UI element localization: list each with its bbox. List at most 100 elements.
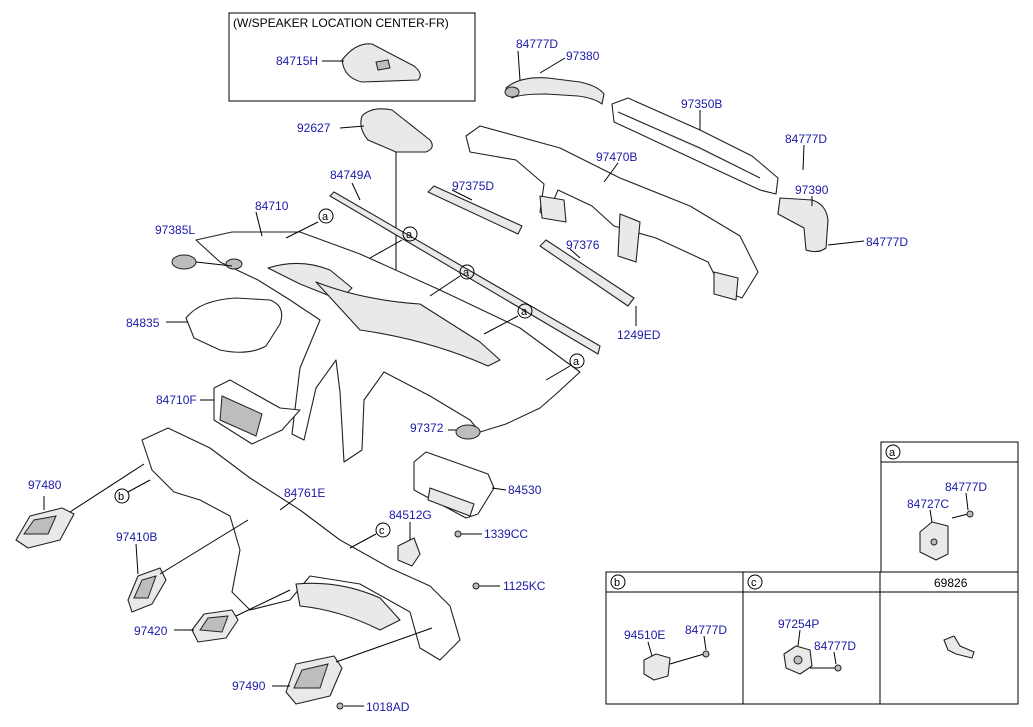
duct-97390-body: [777, 197, 829, 253]
vent-97480: 97480: [15, 463, 145, 549]
detail-b-circle: [610, 574, 626, 590]
svg-text:a: a: [521, 306, 528, 318]
detail-c-circle: [747, 574, 763, 590]
detail-boxes-bottom: b c 69826 94510E 84777D 97254P 84777D: [605, 571, 1019, 705]
label-97480: 97480: [28, 478, 62, 492]
label-b-94510E: 94510E: [624, 628, 665, 642]
vent-97480-grille: [23, 515, 57, 535]
label-1339CC: 1339CC: [484, 527, 528, 541]
bracket-97254P-hole: [793, 655, 803, 665]
bracket-84727C-hole: [930, 538, 938, 546]
bolt-1125KC: [472, 582, 480, 590]
svg-text:a: a: [322, 211, 329, 223]
label-c-84777D: 84777D: [814, 639, 856, 653]
crash-pad-body: [195, 231, 581, 463]
callouts-bc: b c: [114, 479, 391, 549]
duct-97470B-port: [539, 195, 567, 223]
vent-97385L: 97385L: [155, 223, 233, 270]
vent-97490: 97490 1018AD: [232, 627, 433, 714]
label-92627: 92627: [297, 121, 331, 135]
crossbar-84761E-duct: [295, 582, 401, 631]
crossbar-84761E-body: [141, 427, 461, 661]
callout-b: [114, 488, 130, 504]
speaker-inset: (W/SPEAKER LOCATION CENTER-FR) 84715H: [228, 12, 476, 102]
detail-69826-title: 69826: [934, 576, 968, 590]
grille-92627-body: [360, 108, 433, 153]
screw-84777D-b: [702, 650, 710, 658]
vent-97372-body: [455, 424, 481, 440]
vent-97372: 97372: [410, 421, 481, 440]
label-84512G: 84512G: [389, 508, 432, 522]
airbag-84530: 84530 1339CC: [413, 451, 542, 541]
vent-97420: 97420: [134, 589, 291, 643]
strip-97376: 97376 1249ED: [539, 238, 661, 342]
crossbar-84761E: 84761E 1125KC: [141, 427, 546, 661]
speaker-inset-title: (W/SPEAKER LOCATION CENTER-FR): [233, 16, 449, 30]
duct-97380: 97380 84777D: [504, 37, 605, 105]
label-97380: 97380: [566, 49, 600, 63]
label-84835: 84835: [126, 316, 160, 330]
speaker-grille-mesh: [375, 59, 391, 71]
screw-84777D-c: [834, 664, 842, 672]
molding-84749A: 84749A: [329, 168, 601, 355]
callout-a-4: [517, 303, 533, 319]
label-97350B: 97350B: [681, 97, 722, 111]
crash-pad-84710: 84710: [195, 199, 581, 463]
label-97490: 97490: [232, 679, 266, 693]
crash-pad-center-panel: [315, 281, 501, 367]
bolt-1339CC: [454, 530, 462, 538]
label-84777D-right: 84777D: [785, 132, 827, 146]
svg-text:a: a: [889, 447, 896, 459]
bolt-1018AD: [336, 702, 344, 710]
vent-97490-grille: [293, 663, 329, 689]
vent-97410B: 97410B: [116, 519, 249, 613]
label-1018AD: 1018AD: [366, 700, 410, 714]
label-1125KC: 1125KC: [503, 579, 546, 593]
detail-a-circle: [885, 444, 901, 460]
label-c-97254P: 97254P: [778, 617, 819, 631]
label-84530: 84530: [508, 483, 542, 497]
label-84749A: 84749A: [330, 168, 371, 182]
label-97410B: 97410B: [116, 530, 157, 544]
label-84710: 84710: [255, 199, 289, 213]
svg-text:c: c: [379, 525, 385, 537]
label-97376: 97376: [566, 238, 600, 252]
duct-97380-outlet: [504, 86, 520, 98]
clip-94510E: [643, 653, 671, 681]
svg-text:a: a: [463, 267, 470, 279]
callout-a-2: [402, 226, 418, 242]
vent-97410B-grille: [133, 575, 157, 599]
detail-box-a: a 84777D 84727C: [880, 441, 1019, 573]
callout-a-3: [459, 264, 475, 280]
panel-84710F-window: [219, 395, 263, 437]
duct-97390: 97390 84777D: [777, 183, 908, 253]
callouts-a: a a a a a: [285, 208, 585, 381]
vent-97385L-body: [171, 254, 197, 270]
duct-97350B: 97350B 84777D: [611, 97, 827, 195]
airbag-84530-face: [427, 487, 475, 517]
label-84715H: 84715H: [276, 54, 318, 68]
callout-c: [375, 522, 391, 538]
cover-84835-body: [185, 297, 283, 353]
molding-84749A-body: [329, 191, 601, 355]
svg-text:c: c: [751, 577, 757, 589]
bracket-84512G: 84512G: [389, 508, 432, 567]
label-84777D-top: 84777D: [516, 37, 558, 51]
label-1249ED: 1249ED: [617, 328, 661, 342]
label-97390: 97390: [795, 183, 829, 197]
svg-text:a: a: [573, 356, 580, 368]
callout-a-5: [569, 353, 585, 369]
duct-97470B-port2: [617, 213, 641, 263]
label-84761E: 84761E: [284, 486, 325, 500]
label-97470B: 97470B: [596, 150, 637, 164]
duct-97350B-rib: [617, 111, 761, 179]
label-97372: 97372: [410, 421, 444, 435]
label-97385L: 97385L: [155, 223, 195, 237]
speaker-inset-frame: [228, 12, 476, 102]
panel-84710F: 84710F: [156, 379, 301, 445]
duct-97380-body: [505, 77, 605, 105]
screw-84777D-a: [966, 510, 974, 518]
bracket-84512G-body: [397, 537, 421, 567]
strip-97376-body: [539, 239, 635, 307]
